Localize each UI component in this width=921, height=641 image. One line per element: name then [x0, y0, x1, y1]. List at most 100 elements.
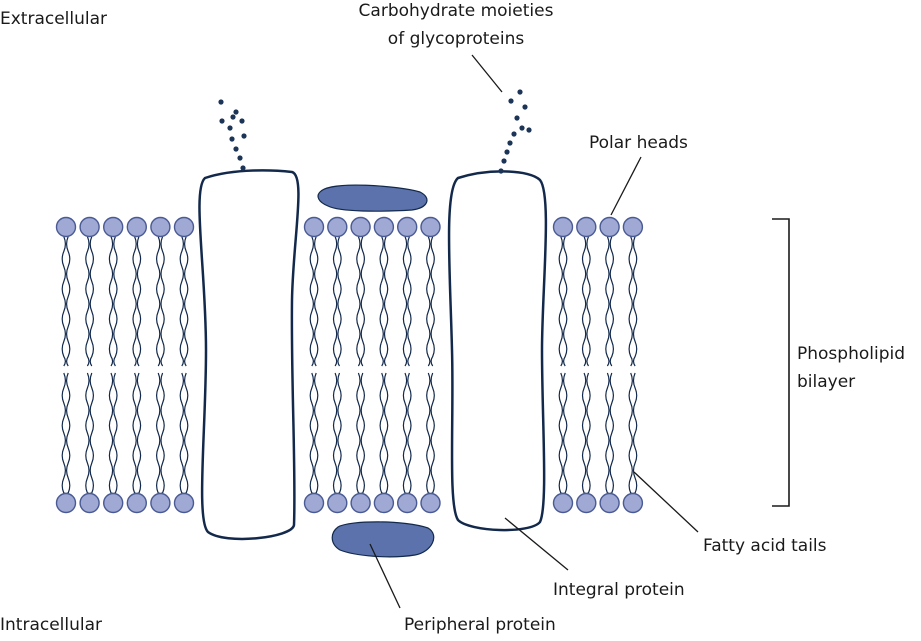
fatty-acid-tail	[337, 372, 342, 495]
fatty-acid-tail	[337, 236, 342, 367]
peripheral-protein-top	[317, 184, 428, 212]
fatty-acid-tail	[136, 236, 142, 367]
label-intracellular: Intracellular	[0, 615, 102, 635]
polar-head	[552, 216, 574, 238]
fatty-acid-tail	[558, 372, 563, 495]
fatty-acid-tail	[89, 236, 94, 367]
integral-protein-right	[447, 170, 548, 532]
fatty-acid-tail	[85, 236, 90, 367]
label-polar-heads: Polar heads	[589, 133, 688, 153]
carbohydrate-dot	[229, 136, 235, 142]
leader-integral-protein	[504, 517, 569, 571]
fatty-acid-tail	[628, 372, 633, 495]
fatty-acid-tail	[605, 236, 610, 367]
fatty-acid-tail	[309, 372, 314, 495]
polar-head	[173, 216, 195, 238]
carbohydrate-dot	[233, 146, 239, 152]
fatty-acid-tail	[407, 372, 412, 495]
polar-head	[350, 492, 371, 514]
fatty-acid-tail	[379, 236, 384, 367]
polar-head	[327, 216, 348, 238]
carbohydrate-dot	[517, 89, 523, 95]
carbohydrate-dot	[526, 127, 532, 133]
carbohydrate-dot	[227, 125, 233, 131]
polar-head	[373, 492, 395, 514]
fatty-acid-tail	[160, 236, 165, 367]
carbohydrate-dot	[230, 114, 236, 120]
carbohydrate-dot	[219, 118, 225, 124]
polar-head	[102, 492, 124, 514]
peripheral-protein-bottom	[331, 521, 435, 558]
polar-head	[599, 216, 620, 238]
carbohydrate-moieties	[218, 89, 532, 174]
polar-head	[373, 216, 395, 238]
fatty-acid-tail	[309, 236, 314, 367]
carbohydrate-dot	[237, 155, 243, 161]
fatty-acid-tail	[609, 236, 614, 367]
carbohydrate-dot	[241, 133, 247, 139]
carbohydrate-dot	[504, 149, 510, 155]
polar-head	[173, 492, 195, 514]
polar-head	[552, 492, 574, 514]
fatty-acid-tail	[360, 236, 365, 367]
fatty-acid-tail	[132, 236, 137, 367]
fatty-acid-tail	[61, 372, 66, 495]
fatty-acid-tail	[108, 372, 114, 495]
polar-head	[622, 492, 644, 514]
label-fatty-acid-tails: Fatty acid tails	[703, 536, 827, 556]
bilayer-bracket	[772, 218, 790, 507]
label-carbohydrate-line2: of glycoproteins	[388, 29, 525, 49]
leader-lines	[369, 54, 699, 609]
fatty-acid-tail	[156, 236, 161, 367]
fatty-acid-tail	[586, 372, 591, 495]
polar-head	[102, 216, 124, 238]
label-phospholipid-line1: Phospholipid	[797, 344, 905, 364]
fatty-acid-tail	[586, 236, 591, 367]
fatty-acid-tail	[426, 236, 431, 367]
fatty-acid-tail	[426, 372, 431, 495]
polar-head	[55, 492, 77, 514]
polar-head	[79, 216, 100, 238]
carbohydrate-dot	[239, 118, 245, 124]
fatty-acid-tail	[563, 372, 568, 495]
carbohydrate-dot	[522, 104, 528, 110]
leader-peripheral-protein	[369, 543, 401, 609]
fatty-acid-tail	[66, 372, 71, 495]
polar-head	[576, 492, 597, 514]
fatty-acid-tail	[85, 372, 90, 495]
fatty-acid-tail	[430, 372, 435, 495]
leader-polar-heads	[610, 156, 642, 216]
fatty-acid-tail	[160, 372, 165, 495]
polar-head	[350, 216, 371, 238]
fatty-acid-tail	[113, 236, 118, 367]
fatty-acid-tail	[379, 372, 384, 495]
label-extracellular: Extracellular	[0, 9, 107, 29]
fatty-acid-tail	[356, 236, 361, 367]
label-integral-protein: Integral protein	[553, 580, 685, 600]
leader-fatty-acid-tails	[633, 471, 699, 533]
leader-carbohydrate	[471, 54, 503, 93]
polar-head	[397, 216, 418, 238]
polar-head	[622, 216, 644, 238]
fatty-acid-tail	[184, 236, 189, 367]
fatty-acid-tail	[61, 236, 66, 367]
carbohydrate-dot	[511, 131, 517, 137]
fatty-acid-tail	[89, 372, 94, 495]
polar-head	[150, 492, 171, 514]
fatty-acid-tail	[113, 372, 118, 495]
fatty-acid-tail	[132, 372, 137, 495]
carbohydrate-dot	[514, 115, 520, 121]
polar-head	[126, 216, 148, 238]
phospholipid-bilayer	[55, 216, 644, 514]
fatty-acid-tail	[632, 236, 638, 367]
fatty-acid-tail	[581, 236, 587, 367]
carbohydrate-dot	[240, 165, 246, 171]
polar-head	[126, 492, 148, 514]
label-carbohydrate-line1: Carbohydrate moieties	[359, 1, 554, 21]
fatty-acid-tail	[558, 236, 563, 367]
fatty-acid-tail	[609, 372, 614, 495]
polar-head	[420, 216, 441, 238]
fatty-acid-tail	[628, 236, 633, 367]
